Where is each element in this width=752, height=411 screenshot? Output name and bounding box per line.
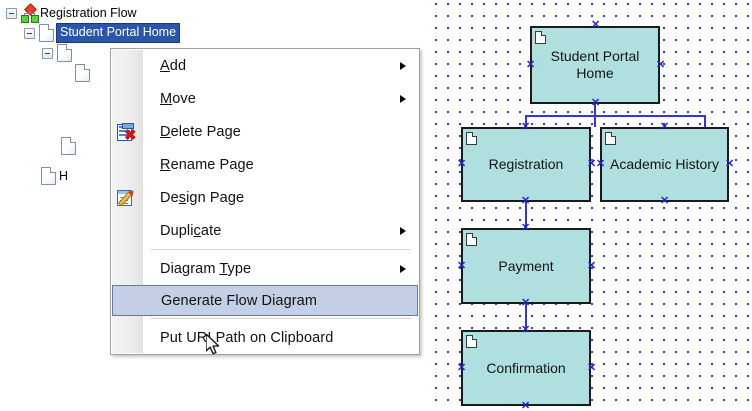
flow-icon <box>21 3 39 23</box>
page-icon <box>57 44 72 62</box>
context-menu[interactable]: Add Move ✖ Delete Page Rename Page Desig… <box>110 48 420 355</box>
connector-home-bus <box>525 115 705 117</box>
diagram-node-label: Student Portal Home <box>550 48 640 81</box>
diagram-node-confirmation[interactable]: Confirmation <box>461 330 591 406</box>
chevron-right-icon <box>400 94 406 103</box>
chevron-right-icon <box>400 226 406 235</box>
flow-diagram-canvas[interactable]: Student Portal Home Registration Academi… <box>432 0 752 411</box>
diagram-node-registration[interactable]: Registration <box>461 127 591 202</box>
tree-node-child-2[interactable] <box>75 64 93 82</box>
diagram-node-academic-history[interactable]: Academic History <box>600 127 729 202</box>
diagram-node-label: Payment <box>498 257 554 274</box>
menu-item-label: Generate Flow Diagram <box>161 292 318 309</box>
menu-item-label: Duplicate <box>160 222 222 239</box>
tree-node-label: H <box>59 168 69 183</box>
menu-item-move[interactable]: Move <box>111 82 419 115</box>
page-corner-icon <box>535 31 546 44</box>
menu-item-design-page[interactable]: Design Page <box>111 181 419 214</box>
menu-item-rename-page[interactable]: Rename Page <box>111 148 419 181</box>
menu-item-delete-page[interactable]: ✖ Delete Page <box>111 115 419 148</box>
connector-home-to-academic-history <box>704 115 706 128</box>
page-corner-icon <box>466 335 477 348</box>
tree-node-registration-flow[interactable]: Registration Flow <box>6 3 137 23</box>
tree-node-student-portal-home[interactable]: Student Portal Home <box>24 23 181 43</box>
menu-item-label: Move <box>160 90 196 107</box>
diagram-node-label: Confirmation <box>486 359 566 376</box>
menu-item-label: Diagram Type <box>160 260 252 277</box>
tree-node-label: Student Portal Home <box>55 23 181 43</box>
connector-home-to-registration <box>525 115 527 128</box>
menu-separator <box>151 249 411 250</box>
page-icon <box>75 64 90 82</box>
diagram-node-payment[interactable]: Payment <box>461 228 591 304</box>
mouse-cursor-icon <box>206 334 220 355</box>
expander-icon[interactable] <box>6 7 17 19</box>
page-icon <box>39 24 54 42</box>
delete-page-icon: ✖ <box>117 122 137 143</box>
connector-payment-to-confirmation <box>525 303 527 331</box>
menu-item-duplicate[interactable]: Duplicate <box>111 214 419 247</box>
menu-item-diagram-type[interactable]: Diagram Type <box>111 252 419 285</box>
chevron-right-icon <box>400 61 406 70</box>
menu-item-label: Put URI Path on Clipboard <box>160 329 334 346</box>
tree-node-label: Registration Flow <box>40 5 137 20</box>
page-corner-icon <box>466 132 477 145</box>
diagram-node-label: Registration <box>488 156 564 172</box>
page-corner-icon <box>605 132 616 145</box>
design-page-icon <box>117 188 136 207</box>
menu-item-put-uri-path-on-clipboard[interactable]: Put URI Path on Clipboard <box>111 321 419 354</box>
tree-node-child-3[interactable] <box>61 137 79 155</box>
diagram-node-student-portal-home[interactable]: Student Portal Home <box>530 26 660 104</box>
page-icon <box>41 167 56 185</box>
diagram-node-label: Academic History <box>610 156 719 172</box>
connector-registration-to-payment <box>525 201 527 229</box>
tree-node-history[interactable]: H <box>41 167 68 185</box>
menu-separator <box>151 318 411 319</box>
page-icon <box>61 137 76 155</box>
menu-item-add[interactable]: Add <box>111 49 419 82</box>
expander-icon[interactable] <box>42 47 53 59</box>
page-corner-icon <box>466 233 477 246</box>
menu-item-label: Delete Page <box>160 123 241 140</box>
expander-icon[interactable] <box>24 27 35 39</box>
tree-node-child-1[interactable] <box>42 44 75 62</box>
menu-item-label: Design Page <box>160 189 245 206</box>
menu-item-label: Rename Page <box>160 156 254 173</box>
chevron-right-icon <box>400 264 406 273</box>
menu-item-label: Add <box>160 57 187 74</box>
menu-item-generate-flow-diagram[interactable]: Generate Flow Diagram <box>112 285 418 316</box>
